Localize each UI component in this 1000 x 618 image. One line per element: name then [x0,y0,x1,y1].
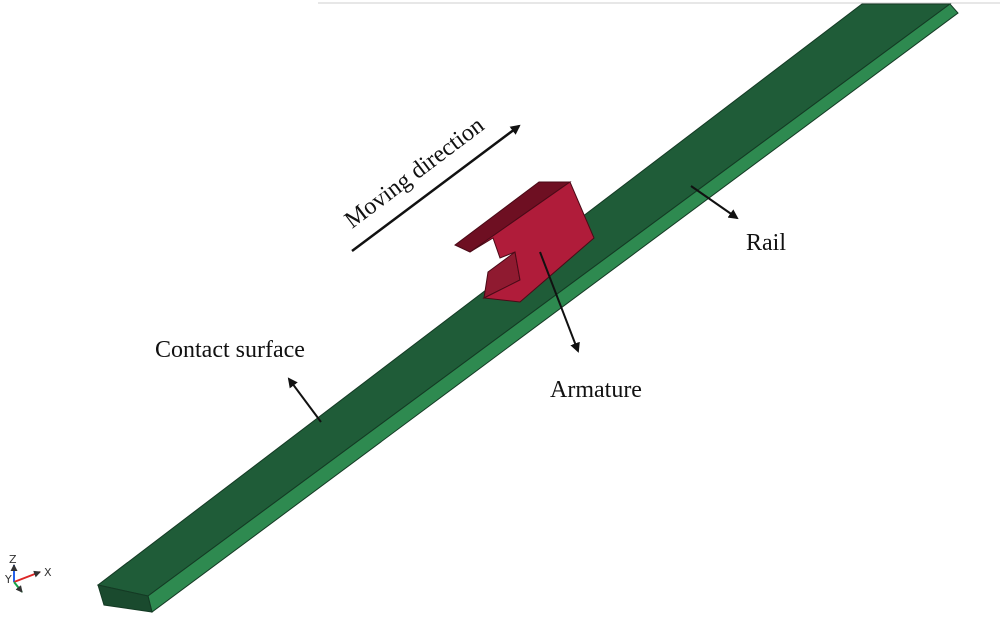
moving-direction-arrow [351,124,521,253]
rail-end-face [97,584,153,613]
moving-direction-label: Moving direction [340,112,489,233]
rail-side-face [147,3,959,613]
x-axis-icon [13,570,41,583]
z-axis-label: Z [9,553,17,566]
x-axis-label: X [44,566,52,579]
y-axis-label: Y [4,573,12,586]
contact-surface-label: Contact surface [155,337,305,363]
rail [96,3,959,613]
y-axis-icon [13,581,23,593]
armature-arrow [539,251,580,353]
armature-label: Armature [550,377,642,403]
rail-top-face [96,3,952,597]
rail-arrow [690,185,739,220]
armature-front-face [469,181,595,303]
axis-triad: Z Y X [4,553,52,593]
contact-surface-arrow [287,377,322,423]
armature-body [454,181,595,303]
rail-label: Rail [746,230,786,256]
